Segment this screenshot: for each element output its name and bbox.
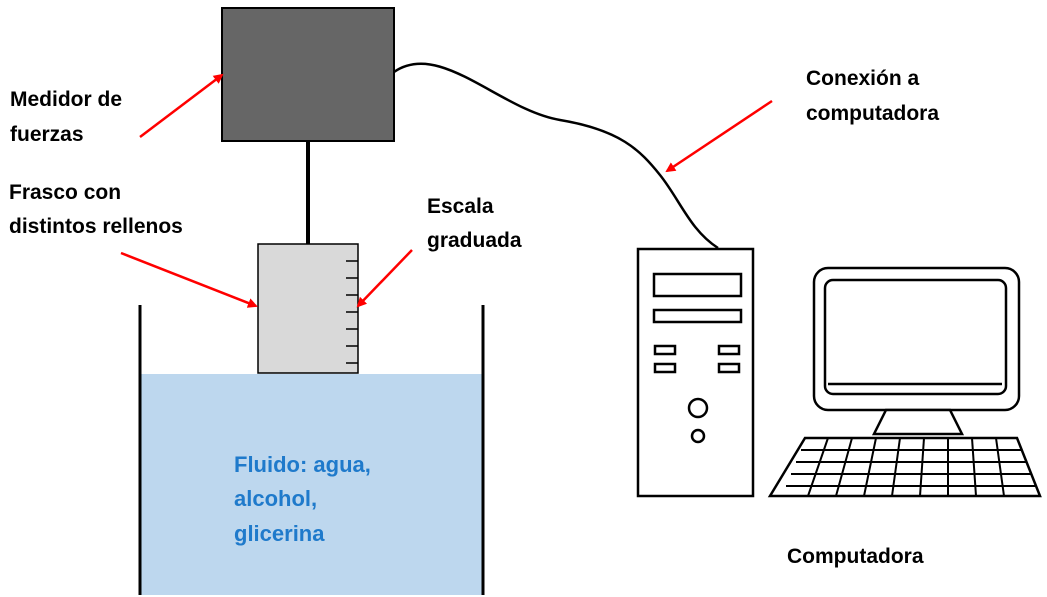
connection-label: Conexión a computadora bbox=[806, 67, 939, 125]
computer-label: Computadora bbox=[787, 545, 924, 568]
force-meter-label: Medidor de fuerzas bbox=[10, 88, 128, 146]
power-button bbox=[687, 397, 709, 419]
flask-label: Frasco con distintos rellenos bbox=[9, 181, 183, 238]
computer-monitor bbox=[812, 266, 1021, 436]
flask bbox=[257, 243, 359, 374]
container-walls bbox=[138, 305, 485, 595]
scale-arrow bbox=[356, 249, 413, 308]
fluid-label: Fluido: agua, alcohol, glicerina bbox=[234, 452, 377, 546]
fluid bbox=[140, 374, 483, 595]
computer-tower bbox=[636, 247, 755, 498]
annotation-arrows bbox=[120, 73, 773, 308]
connection-arrow bbox=[665, 99, 773, 173]
scale-label: Escala graduada bbox=[427, 195, 522, 252]
drive-bay-2 bbox=[652, 308, 743, 324]
force-meter-arrow bbox=[139, 73, 224, 138]
force-meter-box bbox=[221, 7, 395, 142]
flask-arrow bbox=[120, 251, 258, 308]
graduated-scale-ticks bbox=[346, 260, 358, 364]
connection-cable bbox=[393, 62, 719, 250]
fluid-container bbox=[138, 305, 485, 595]
drive-bay-1 bbox=[652, 272, 743, 298]
keyboard bbox=[767, 436, 1042, 498]
